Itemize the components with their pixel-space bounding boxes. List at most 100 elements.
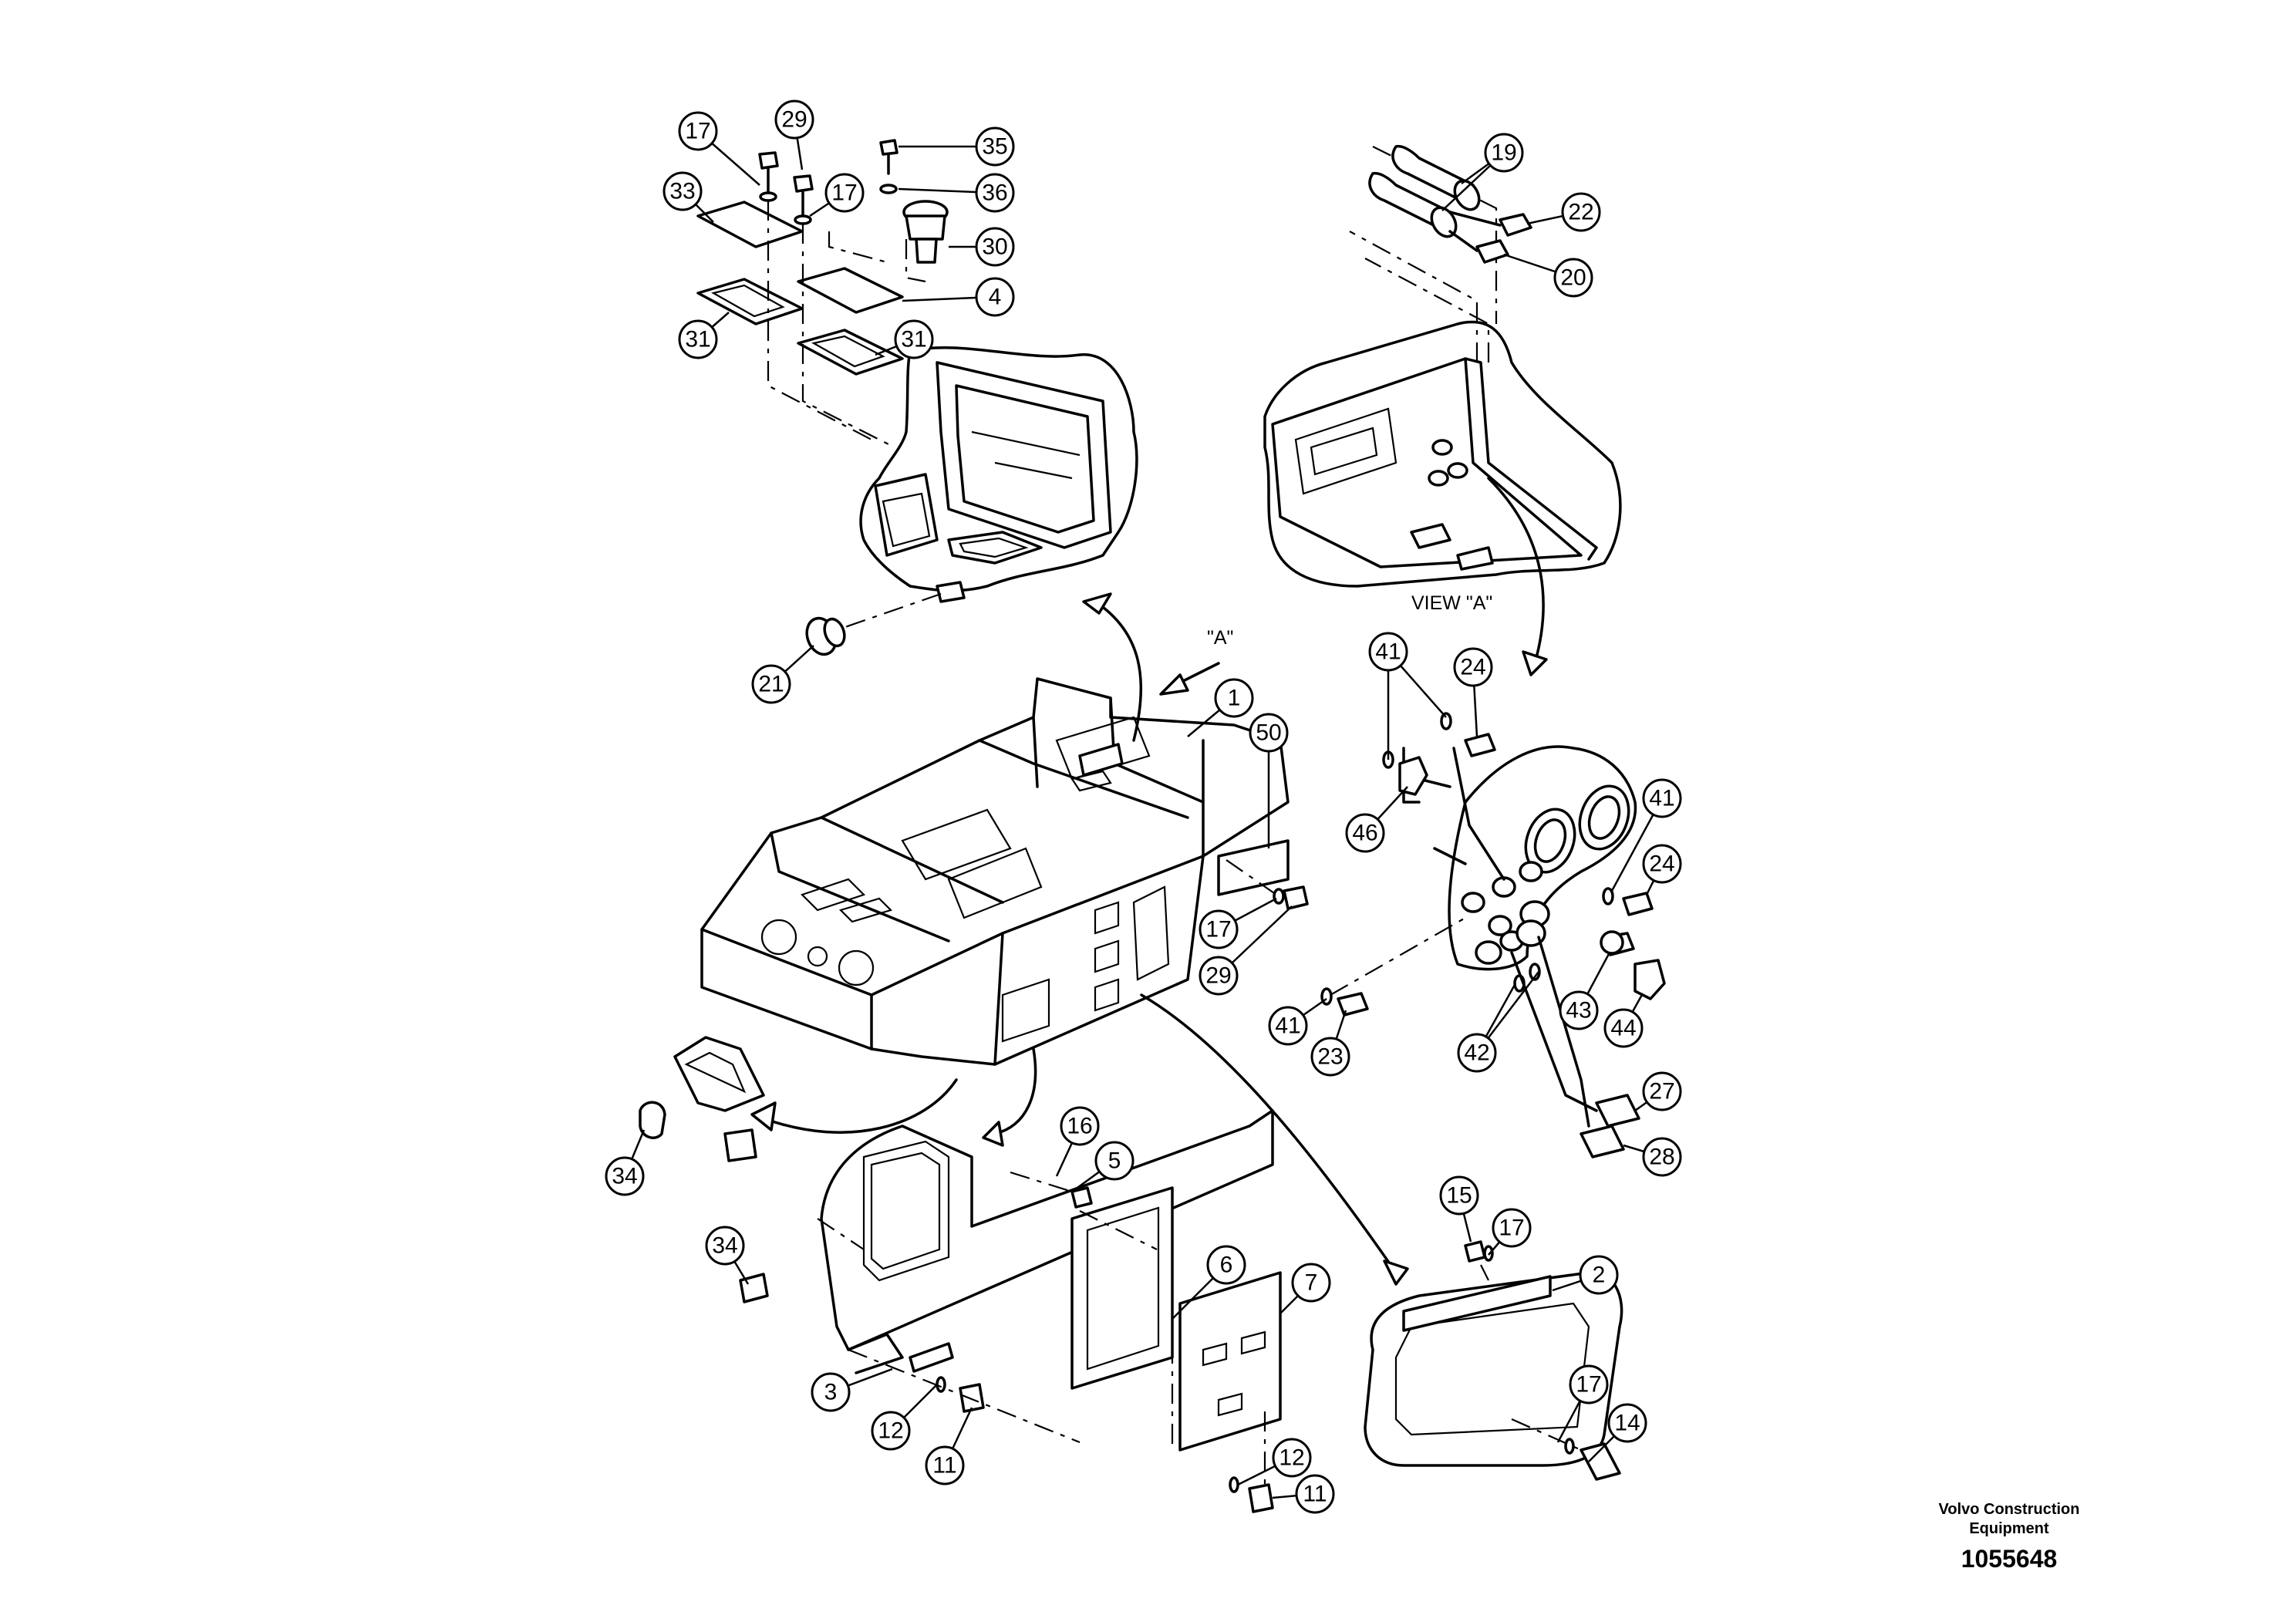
callout-31-right: 31	[875, 319, 934, 359]
drawing-number: 1055648	[1961, 1545, 2058, 1573]
callout-41-right: 41	[1610, 778, 1682, 892]
callout-17-center: 17	[1199, 897, 1277, 949]
svg-text:2: 2	[1593, 1263, 1606, 1288]
svg-text:17: 17	[1576, 1372, 1601, 1398]
callout-2: 2	[1552, 1255, 1619, 1295]
svg-text:27: 27	[1649, 1079, 1674, 1104]
svg-text:12: 12	[878, 1418, 903, 1444]
callout-17-top: 17	[809, 173, 865, 218]
cover-plate-7	[1178, 1271, 1282, 1452]
bolt-29-a	[758, 151, 779, 202]
cover-plate-4	[797, 267, 904, 314]
svg-text:30: 30	[982, 234, 1007, 260]
callout-44: 44	[1603, 993, 1644, 1048]
svg-text:7: 7	[1305, 1270, 1318, 1296]
callout-17-bottom: 17	[1556, 1364, 1609, 1443]
bracket-34	[639, 1036, 765, 1139]
fitting-23	[1337, 992, 1369, 1017]
handrail-2	[1364, 1270, 1623, 1467]
callout-35: 35	[899, 126, 1015, 167]
gasket-31-right	[797, 329, 904, 376]
breather-30	[902, 200, 949, 264]
cap-27	[1595, 1094, 1640, 1128]
callout-11-right: 11	[1272, 1474, 1335, 1514]
svg-text:6: 6	[1220, 1253, 1233, 1278]
svg-text:16: 16	[1067, 1114, 1092, 1139]
svg-text:15: 15	[1446, 1183, 1472, 1209]
svg-text:11: 11	[932, 1453, 956, 1479]
svg-text:36: 36	[982, 180, 1007, 206]
callout-4: 4	[902, 277, 1015, 317]
callout-11-left: 11	[925, 1407, 973, 1485]
callout-30: 30	[949, 227, 1015, 267]
filter-19-upper	[1391, 144, 1481, 211]
svg-text:41: 41	[1375, 639, 1401, 665]
svg-text:29: 29	[1205, 963, 1231, 989]
callout-24-right: 24	[1642, 844, 1682, 895]
svg-text:14: 14	[1614, 1411, 1640, 1436]
svg-text:41: 41	[1275, 1013, 1300, 1039]
gasket-6	[1070, 1186, 1174, 1390]
cover-plates-group	[696, 139, 949, 448]
callout-22: 22	[1526, 192, 1601, 232]
fittings-cluster	[1320, 712, 1666, 1158]
callout-42: 42	[1457, 971, 1539, 1073]
callout-16: 16	[1055, 1106, 1100, 1177]
gasket-31-left	[696, 278, 804, 325]
callout-12-left: 12	[871, 1384, 938, 1451]
fitting-24-right	[1622, 892, 1654, 916]
company-name: Volvo Construction Equipment	[1938, 1501, 2080, 1537]
svg-text:1: 1	[1228, 686, 1241, 711]
callout-19: 19	[1441, 133, 1524, 211]
callout-24-top: 24	[1453, 647, 1493, 737]
svg-text:28: 28	[1649, 1145, 1674, 1170]
fitting-22	[1499, 213, 1532, 237]
callout-31-left: 31	[678, 312, 730, 359]
svg-text:20: 20	[1560, 265, 1586, 291]
callout-29-center: 29	[1199, 905, 1293, 996]
top-left-inset-drawing	[840, 346, 1138, 630]
svg-text:24: 24	[1649, 851, 1674, 877]
callout-50: 50	[1249, 713, 1289, 848]
footer-bolts	[723, 1128, 1621, 1513]
svg-text:41: 41	[1649, 786, 1674, 811]
svg-text:33: 33	[669, 179, 695, 204]
callout-21: 21	[751, 645, 814, 704]
filter-19-lower	[1368, 171, 1458, 238]
svg-text:46: 46	[1352, 821, 1377, 846]
callout-3: 3	[811, 1367, 893, 1412]
screw-35	[879, 139, 899, 194]
svg-text:17: 17	[685, 119, 710, 144]
callout-5: 5	[1071, 1141, 1135, 1193]
svg-text:17: 17	[831, 180, 857, 206]
svg-text:23: 23	[1317, 1044, 1343, 1070]
callout-15: 15	[1439, 1175, 1479, 1243]
ports	[1461, 861, 1550, 965]
callout-12-right: 12	[1237, 1438, 1312, 1486]
callout-6: 6	[1172, 1245, 1246, 1320]
svg-text:31: 31	[685, 327, 710, 352]
main-frame-drawing: "A"	[700, 477, 1548, 1286]
side-panel-3	[820, 1109, 1274, 1374]
callout-46: 46	[1345, 786, 1408, 853]
callout-29-top: 29	[774, 99, 814, 170]
cover-plate-33	[696, 201, 804, 248]
elbow-44	[1633, 959, 1666, 1000]
svg-text:3: 3	[824, 1380, 838, 1405]
svg-text:31: 31	[901, 327, 926, 352]
callout-43: 43	[1559, 952, 1611, 1030]
svg-text:17: 17	[1499, 1216, 1524, 1241]
fitting-20	[1475, 239, 1509, 264]
callout-20: 20	[1503, 253, 1593, 298]
view-a-inset-drawing: VIEW "A"	[1263, 144, 1622, 614]
svg-text:34: 34	[612, 1164, 637, 1189]
callout-23: 23	[1310, 1010, 1350, 1077]
svg-text:44: 44	[1610, 1016, 1636, 1041]
view-a-label: VIEW "A"	[1411, 592, 1492, 614]
svg-text:17: 17	[1205, 917, 1231, 943]
fitting-24-top	[1464, 733, 1496, 757]
callout-41-top: 41	[1368, 632, 1447, 760]
svg-text:50: 50	[1256, 720, 1281, 746]
arrow-a-label: "A"	[1207, 627, 1233, 649]
